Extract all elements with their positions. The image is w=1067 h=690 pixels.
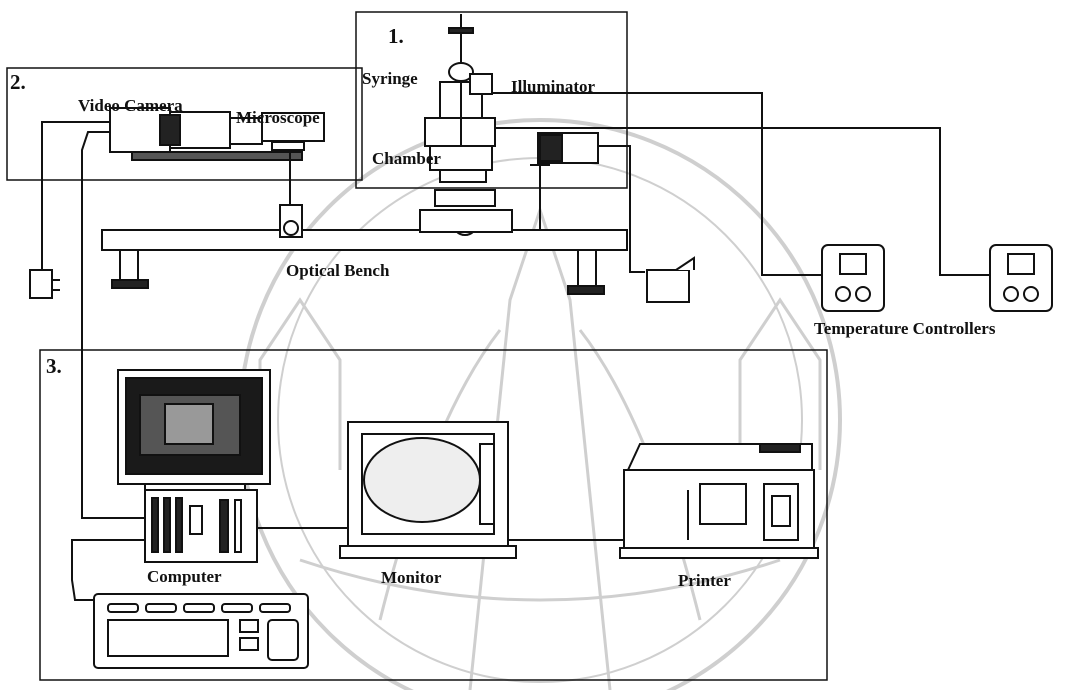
section-2-number: 2. <box>10 72 26 93</box>
optical-bench-label: Optical Bench <box>286 262 389 279</box>
temperature-controller-right <box>990 245 1052 311</box>
video-camera-label: Video Camera <box>78 97 183 114</box>
video-monitor <box>340 422 516 558</box>
cable-computer-keyboard <box>72 540 145 600</box>
computer-tower <box>145 490 257 562</box>
section-3-number: 3. <box>46 356 62 377</box>
temperature-controllers-label: Temperature Controllers <box>814 320 995 337</box>
temperature-controller-left <box>822 245 884 311</box>
printer-label: Printer <box>678 572 731 589</box>
computer-label: Computer <box>147 568 222 585</box>
lamp-power-supply <box>647 258 694 302</box>
microscope <box>230 113 324 237</box>
syringe-label: Syringe <box>362 70 418 87</box>
keyboard <box>94 594 308 668</box>
printer <box>620 444 818 558</box>
power-plug <box>30 270 60 298</box>
chamber-label: Chamber <box>372 150 441 167</box>
cable-camera-power <box>42 122 110 270</box>
lamp <box>520 133 598 230</box>
computer-screen <box>118 370 270 490</box>
illuminator-label: Illuminator <box>511 78 595 95</box>
microscope-label: Microscope <box>236 109 320 126</box>
monitor-label: Monitor <box>381 569 441 586</box>
section-1-number: 1. <box>388 26 404 47</box>
